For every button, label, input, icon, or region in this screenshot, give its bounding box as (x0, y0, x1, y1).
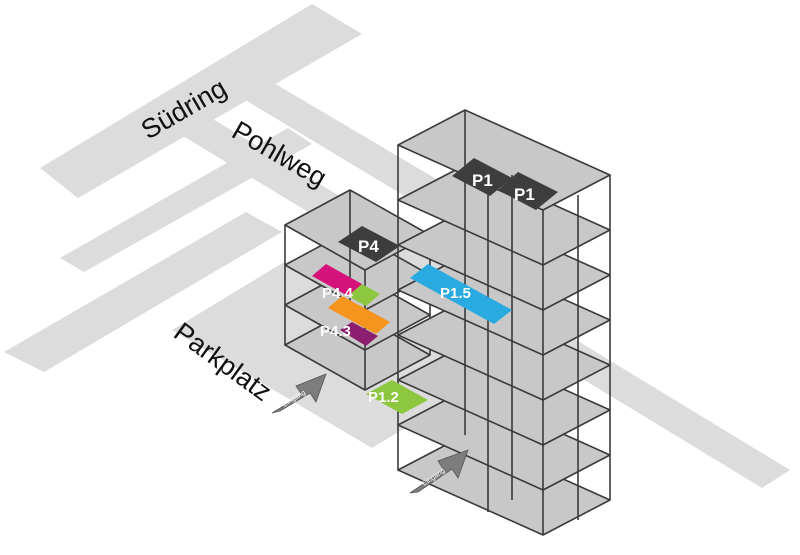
zones: P4.4 P4.3 P1.5 P1.2 (312, 264, 512, 414)
p1-right-tab (498, 172, 558, 210)
zone-p4-3-purple (340, 322, 378, 346)
building-main (397, 109, 611, 536)
zone-p4-3-orange (328, 296, 390, 334)
street-parkplatz-main (4, 212, 282, 372)
zone-p4-4-label: P4.4 (322, 285, 354, 302)
zone-p1-2-lime (366, 380, 428, 414)
street-suedring (40, 4, 362, 198)
street-parkplatz-upper (60, 128, 312, 272)
p4-label: P4 (358, 237, 379, 256)
entrance-arrow-left (271, 373, 327, 414)
deck-labels: P1 P1 P4 (338, 158, 558, 262)
p1-left-tab (452, 158, 512, 196)
zone-p4-3-label: P4.3 (320, 323, 351, 340)
entrance-arrow-right (409, 449, 469, 494)
zone-p1-2-label: P1.2 (368, 389, 399, 406)
zone-p4-4-lime (348, 284, 380, 306)
p4-tab (338, 226, 400, 262)
zone-p1-5-cyan (410, 264, 512, 324)
zone-p4-4-magenta (312, 264, 362, 296)
zone-p1-5-label: P1.5 (440, 285, 471, 302)
p1-right-label: P1 (514, 185, 535, 204)
p1-left-label: P1 (472, 171, 493, 190)
street-top-arm (232, 76, 438, 198)
